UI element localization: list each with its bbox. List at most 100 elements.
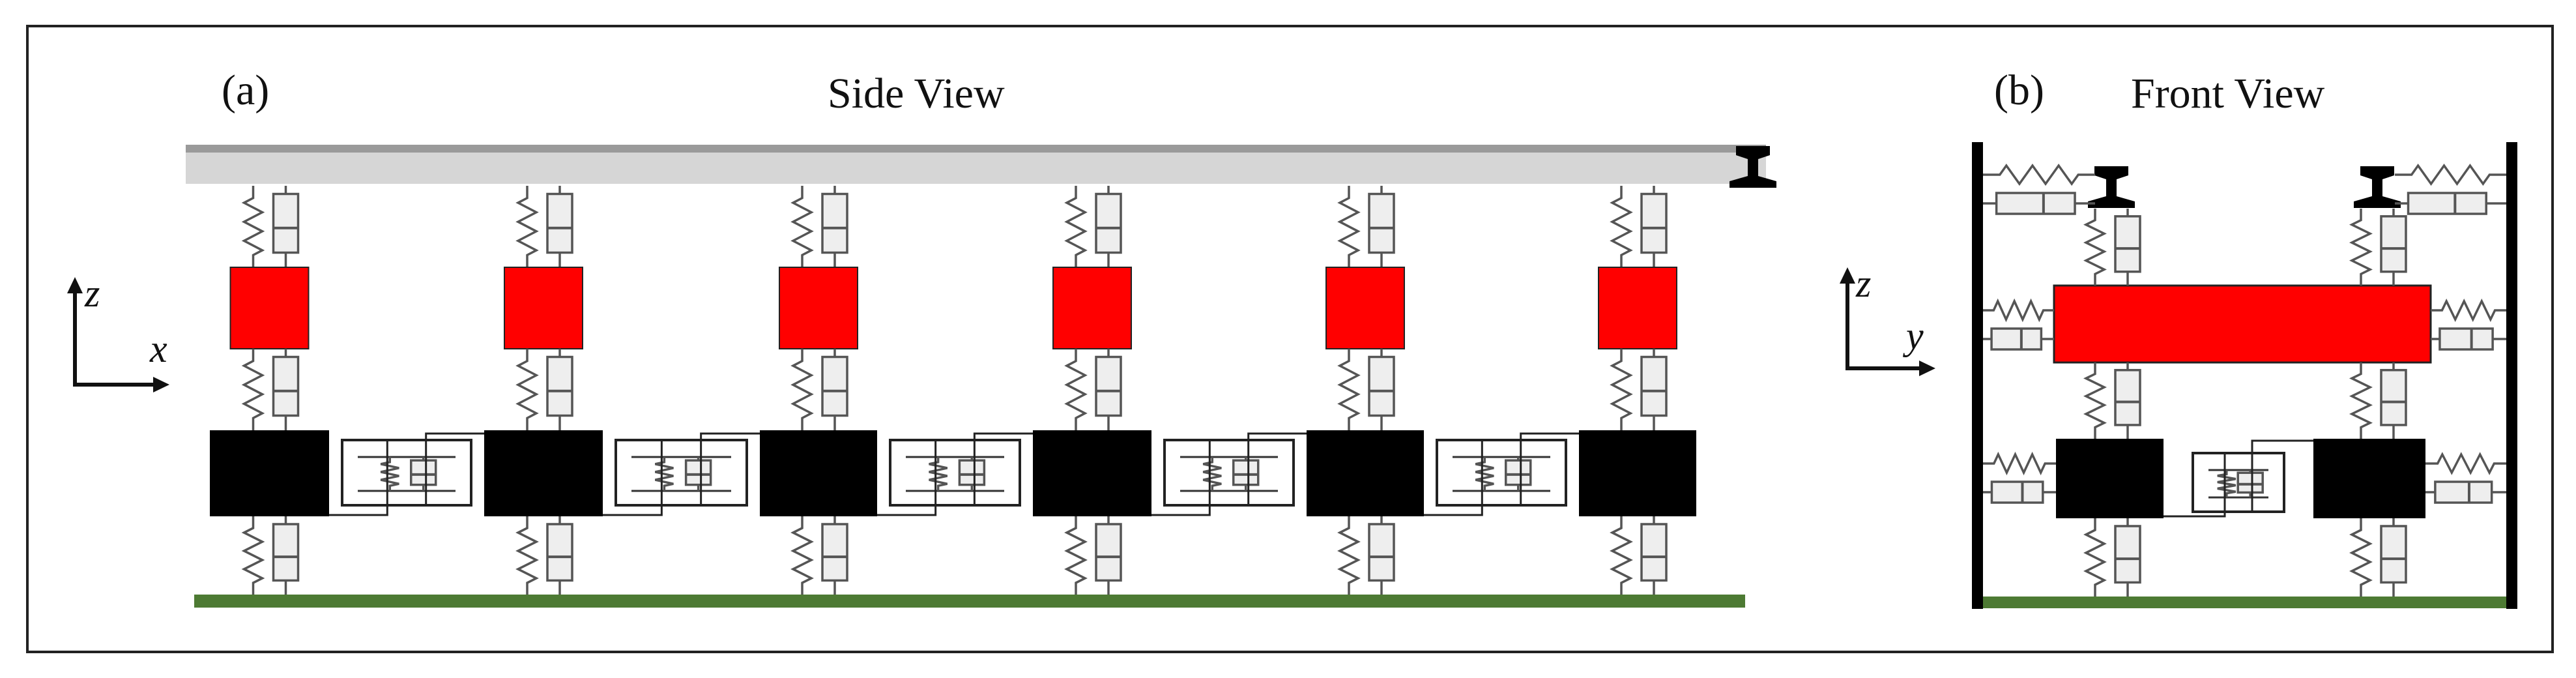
spring [1983,298,2054,323]
spring [1610,186,1633,267]
spring [2349,518,2373,597]
damper-cylinder [1504,459,1532,486]
damper-cylinder [2439,327,2494,351]
support-unit [2349,209,2407,597]
damper-cylinder [684,459,712,486]
spring [2349,209,2373,286]
panel-a-title: Side View [828,70,1005,117]
spring [1064,516,1088,595]
ground [194,595,1745,608]
coupling-box [341,439,472,507]
spring [2083,209,2107,286]
ground [1983,597,2506,608]
damper-cylinder [546,192,573,254]
support-unit [760,186,877,595]
spring [1202,457,1222,491]
damper-cylinder [1368,192,1395,254]
lateral-link [2431,298,2506,351]
damper-cylinder [1640,192,1668,254]
axis-x-label: x [149,327,167,370]
coupling-box [1163,439,1295,507]
sleeper-block [1598,267,1677,349]
damper-cylinder [821,523,848,582]
damper-cylinder [1368,523,1395,582]
damper-cylinder [1640,523,1668,582]
spring [1064,349,1088,430]
slab-block [484,430,603,516]
damper-cylinder [546,355,573,417]
panel-a-label: (a) [222,66,269,114]
coupling-wire [2164,453,2226,518]
left-wall [1972,142,1983,609]
axis-z-label: z [84,272,100,315]
spring [515,186,539,267]
slab-coupling [877,432,1033,516]
axis-y-label: y [1902,314,1924,357]
spring [2217,470,2236,497]
slab-block [1307,430,1424,516]
rail-beam-top-edge [186,145,1766,153]
coupling-wire [2251,439,2313,512]
left-rail-profile [2088,166,2135,208]
spring [929,457,948,491]
lateral-link [1983,298,2054,351]
damper-cylinder [2236,471,2264,494]
spring [2083,518,2107,597]
damper-cylinder [2114,215,2141,273]
damper-cylinder [1640,355,1668,417]
damper-cylinder [2380,215,2407,273]
spring [241,186,265,267]
sleeper-block [1052,267,1132,349]
sleeper-block [504,267,583,349]
spring [2083,362,2107,439]
spring [1983,163,2095,186]
sleeper-block [229,267,310,349]
spring [2349,362,2373,439]
spring [515,349,539,430]
support-unit [1579,186,1696,595]
slab-coupling [1151,432,1307,516]
damper-cylinder [2407,192,2487,215]
damper-cylinder [272,355,300,417]
damper-cylinder [2114,368,2141,426]
panel-b-title: Front View [2131,70,2325,117]
sleeper-block [2053,284,2432,364]
damper-cylinder [958,459,986,486]
right-wall [2506,142,2517,609]
damper-cylinder [1232,459,1260,486]
spring [1337,349,1361,430]
slab-block [2056,439,2164,518]
damper-cylinder [821,192,848,254]
slab-coupling [329,432,484,516]
coupling-wire [700,432,760,505]
lateral-link [1983,163,2095,215]
front-view-diagram [1972,142,2517,609]
sleeper-block [779,267,858,349]
damper-cylinder [2380,525,2407,584]
spring [1475,457,1494,491]
damper-cylinder [821,355,848,417]
axis-y-arrowhead [1919,361,1935,376]
damper-cylinder [546,523,573,582]
axes-side-view: z x [67,272,169,392]
support-unit [2083,209,2141,597]
spring [515,516,539,595]
rail-end-profile [1729,146,1776,188]
axis-z-label: z [1855,262,1871,305]
spring [1064,186,1088,267]
coupling-wire [1424,440,1483,516]
support-unit [210,186,329,595]
coupling-wire [1247,432,1307,505]
coupling-wire [1151,440,1211,516]
damper-cylinder [1368,355,1395,417]
coupling-wire [603,440,663,516]
damper-cylinder [1095,523,1122,582]
spring [1983,451,2056,476]
axis-x-arrowhead [153,377,169,392]
coupling-wire [425,432,484,505]
lateral-link [1983,451,2056,504]
coupling-wire [877,440,937,516]
coupling-box [889,439,1021,507]
lateral-link [2395,163,2506,215]
